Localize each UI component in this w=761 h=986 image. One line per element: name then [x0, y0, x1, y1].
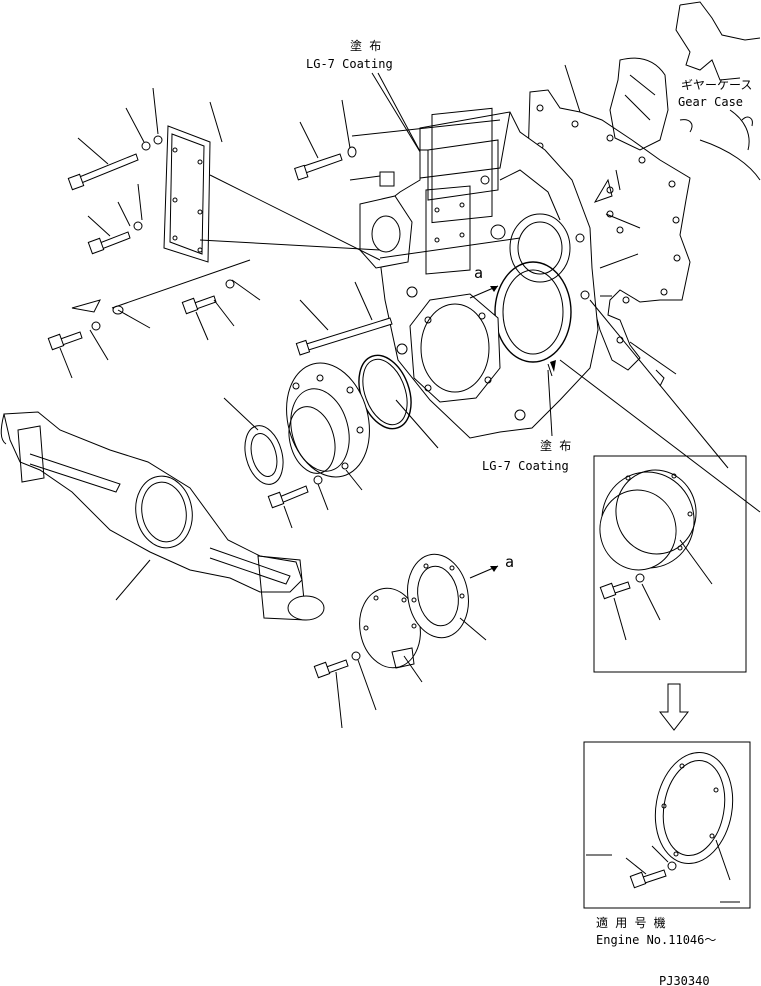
bolt-top-center	[294, 146, 357, 181]
gear-case-label-jp: ギヤーケース	[681, 78, 752, 92]
oil-seal	[244, 425, 284, 485]
bolt-cover-plate	[313, 651, 361, 679]
bolt-side-lower-right	[181, 279, 235, 315]
cover-plate-round	[359, 587, 421, 669]
replacement-arrow	[658, 683, 690, 731]
detail-box-cap	[593, 455, 747, 673]
seal-ring-right	[494, 261, 572, 363]
bolt-detail-cover	[629, 861, 677, 889]
coating-label-mid-en: LG-7 Coating	[482, 459, 569, 473]
front-cover	[371, 107, 599, 439]
ref-a-case: a	[474, 264, 483, 282]
ref-a-plate: a	[505, 553, 514, 571]
lifting-arm	[0, 411, 325, 621]
bolt-flange	[267, 475, 323, 509]
bolt-detail-cap	[599, 573, 645, 600]
detail-box-cover	[583, 741, 751, 909]
gear-case-label-en: Gear Case	[678, 95, 743, 109]
bolt-mid-center	[295, 286, 418, 356]
coating-label-top-jp: 塗 布	[350, 38, 381, 53]
coating-label-top-en: LG-7 Coating	[306, 57, 393, 71]
cover-gasket-round	[407, 553, 469, 639]
coating-label-mid-jp: 塗 布	[540, 438, 571, 453]
bolt-side-middle	[87, 221, 143, 255]
applicable-label-jp: 適 用 号 機	[596, 915, 666, 930]
side-cover-plate	[163, 125, 211, 263]
bolt-side-upper	[67, 135, 163, 191]
drawing-number: PJ30340	[659, 974, 710, 986]
applicable-label-en: Engine No.11046～	[596, 933, 716, 947]
flange-housing	[286, 362, 370, 478]
bolt-side-lower-left	[47, 305, 124, 351]
coating-leader-top	[371, 72, 426, 161]
octagon-gasket	[409, 293, 501, 403]
gasket-leader	[564, 64, 581, 113]
gear-case-outline	[609, 1, 761, 181]
